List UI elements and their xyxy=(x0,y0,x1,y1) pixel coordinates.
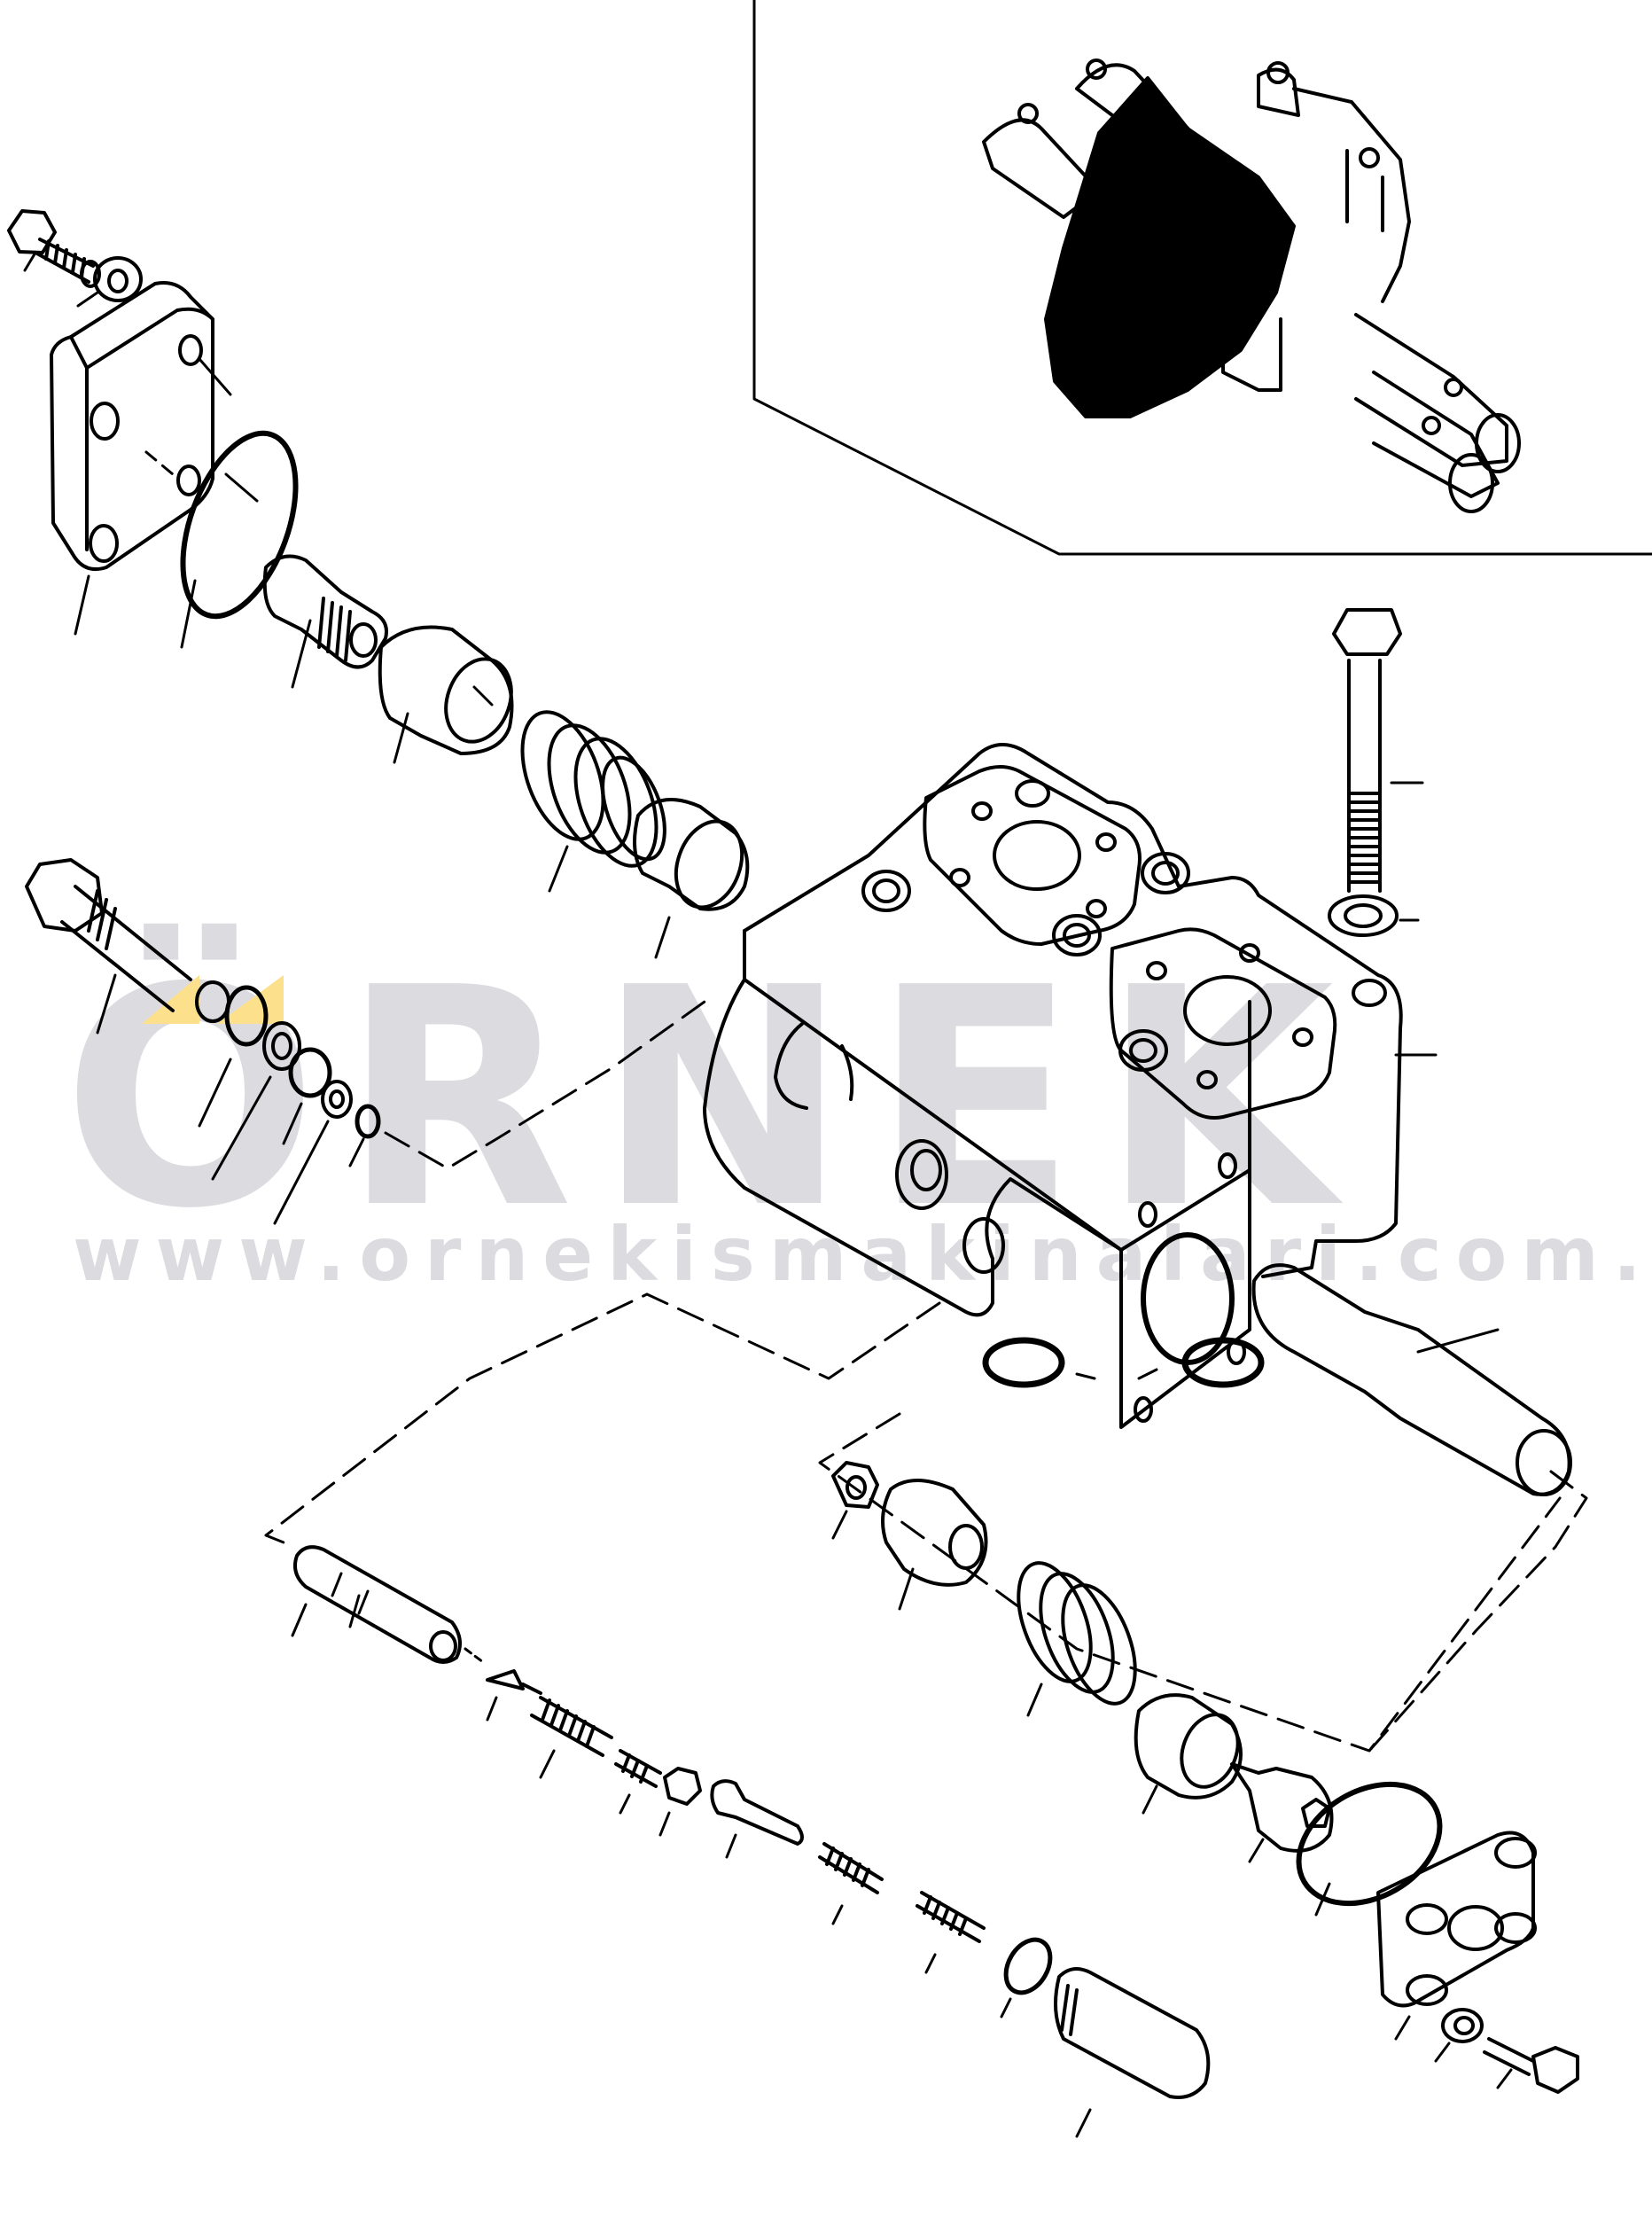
cover-plate-left xyxy=(50,281,232,636)
lower-pilot-stack xyxy=(291,1545,1211,2138)
washer-top xyxy=(76,256,143,308)
body-o-rings xyxy=(982,1337,1265,1388)
o-ring-top xyxy=(180,430,299,649)
valve-body xyxy=(703,743,1438,1429)
lower-right-relief-stack xyxy=(831,1461,1579,2094)
large-spring-top xyxy=(520,710,666,893)
main-spool xyxy=(1251,1263,1588,1753)
cap-screw-top xyxy=(7,209,101,288)
threaded-plug xyxy=(262,554,388,689)
left-bolt-stack xyxy=(25,858,706,1225)
seat-sleeve xyxy=(633,798,750,959)
dashed-assembly-line-right xyxy=(818,1412,1562,1753)
inset-frame xyxy=(752,0,1652,556)
upper-relief-stack xyxy=(7,209,750,959)
spring-cup xyxy=(378,625,514,764)
inset-valve-assembly xyxy=(982,59,1521,513)
dashed-assembly-line-lower xyxy=(264,1292,941,1544)
tie-bolt xyxy=(1328,608,1424,937)
